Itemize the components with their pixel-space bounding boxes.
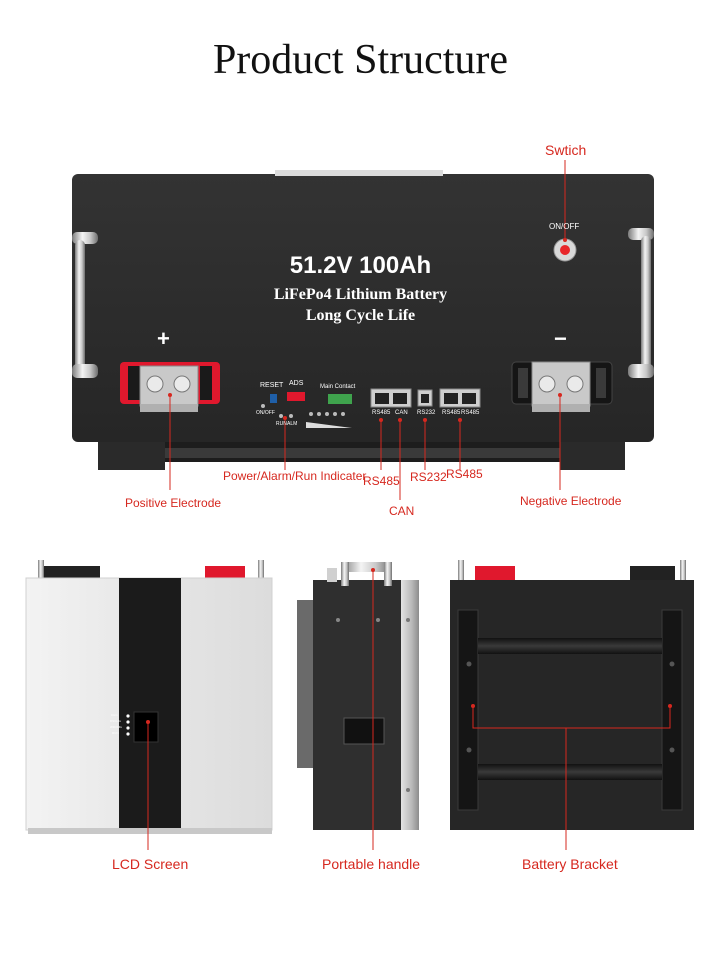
top-leaders <box>169 395 561 500</box>
run-label: RUN <box>276 421 287 427</box>
comm-ports <box>370 388 481 408</box>
ads-label: ADS <box>289 380 304 387</box>
port-label-rs232: RS232 <box>417 410 436 416</box>
tagline-label: Long Cycle Life <box>305 307 416 324</box>
main-contact-label: Main Contact <box>320 384 356 390</box>
port-label-rs485-2: RS485 <box>442 410 461 416</box>
left-handle <box>72 232 98 378</box>
minus-sign: − <box>554 326 567 351</box>
onoff-small-label: ON/OFF <box>256 410 275 416</box>
side-unit <box>297 562 419 830</box>
positive-terminal <box>120 362 220 412</box>
battery-bracket-callout: Battery Bracket <box>522 856 618 872</box>
bracket-unit <box>450 560 694 830</box>
main-contact-connector <box>328 394 352 404</box>
top-leader-dots <box>168 393 562 422</box>
negative-terminal <box>511 361 613 412</box>
white-unit <box>25 560 273 834</box>
page-title: Product Structure <box>212 37 509 83</box>
alm-label: ALM <box>287 421 298 427</box>
lcd-led-chg: CHG <box>111 713 118 717</box>
port-label-rs485-3: RS485 <box>461 410 480 416</box>
lcd-screen-callout: LCD Screen <box>112 856 189 872</box>
switch-label: ON/OFF <box>549 222 580 231</box>
chemistry-label: LiFePo4 Lithium Battery <box>273 286 448 303</box>
portable-handle-callout: Portable handle <box>322 856 421 872</box>
can-callout: CAN <box>389 504 415 518</box>
bracket-leader <box>472 706 671 850</box>
reset-label: RESET <box>260 382 284 389</box>
lcd-led-run: RUN <box>112 731 119 735</box>
lcd-led-dschg: DSCHG <box>110 719 121 723</box>
port-label-can: CAN <box>395 410 408 416</box>
positive-electrode-callout: Positive Electrode <box>125 496 222 510</box>
port-label-rs485-1: RS485 <box>372 410 391 416</box>
control-area <box>261 392 352 428</box>
reset-button <box>270 394 277 403</box>
rs485-b-callout: RS485 <box>446 467 483 481</box>
negative-electrode-callout: Negative Electrode <box>520 494 622 508</box>
rs232-callout: RS232 <box>410 470 447 484</box>
rs485-callout: RS485 <box>363 474 400 488</box>
indicator-callout: Power/Alarm/Run Indicater <box>223 469 367 483</box>
ads-dip-switch <box>287 392 305 401</box>
switch-callout: Swtich <box>545 142 587 158</box>
right-handle <box>628 228 654 378</box>
voltage-capacity-label: 51.2V 100Ah <box>289 252 432 279</box>
panel-top-strip <box>275 170 443 176</box>
lcd-led-wrong: WRONG <box>110 725 122 729</box>
plus-sign: + <box>157 326 170 351</box>
